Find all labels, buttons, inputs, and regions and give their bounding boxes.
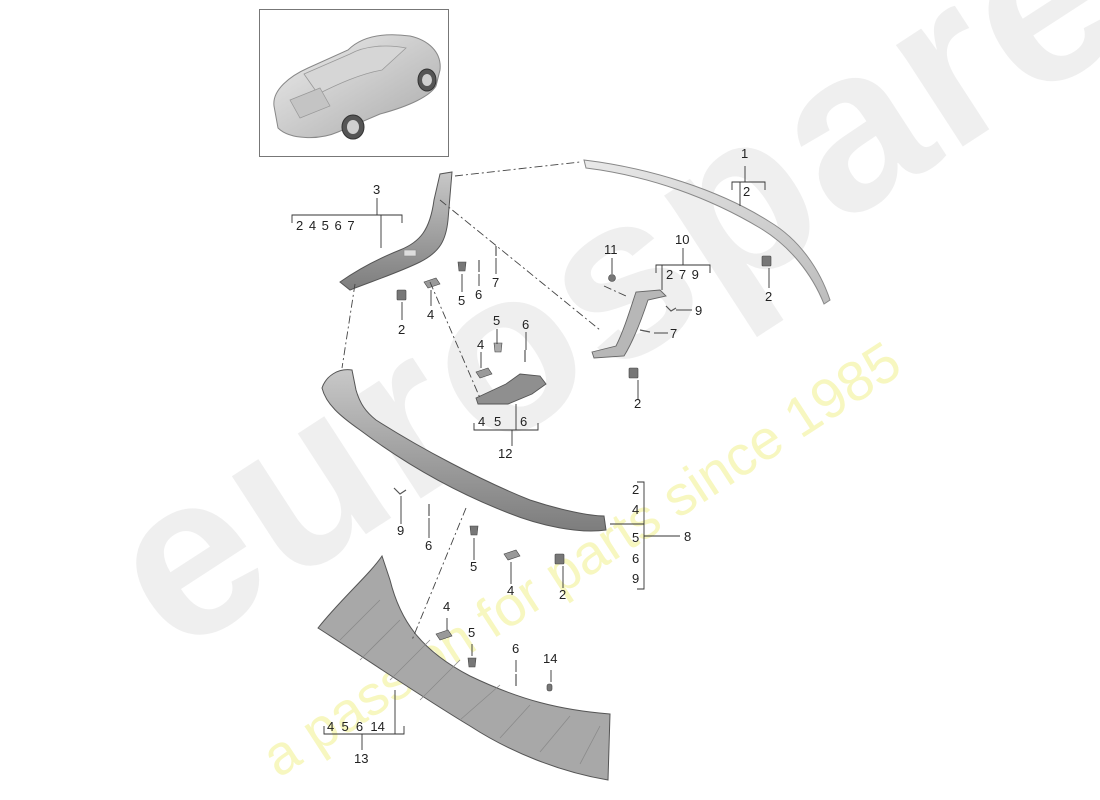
callout-2[interactable]: 2 — [398, 322, 406, 337]
clip-5 — [493, 342, 503, 353]
clip-2 — [628, 367, 639, 379]
callout-8-sub: 2 — [632, 482, 640, 497]
callout-1-sub: 2 — [743, 184, 751, 199]
screw-7 — [639, 329, 651, 333]
callout-2[interactable]: 2 — [634, 396, 642, 411]
nut-plate-4 — [423, 277, 441, 289]
callout-6[interactable]: 6 — [475, 287, 483, 302]
callout-13[interactable]: 13 — [354, 751, 369, 766]
clip-2 — [396, 289, 407, 301]
car-icon — [273, 34, 441, 140]
callout-1[interactable]: 1 — [741, 146, 749, 161]
callout-3[interactable]: 3 — [373, 182, 381, 197]
clip-5 — [467, 657, 477, 668]
callout-12-sub-6: 6 — [520, 414, 528, 429]
callout-9[interactable]: 9 — [397, 523, 405, 538]
clip-5 — [469, 525, 479, 536]
callout-9[interactable]: 9 — [695, 303, 703, 318]
callout-10-sub: 2 7 9 — [666, 267, 699, 282]
nut-plate-4 — [475, 367, 493, 379]
callout-8-sub: 4 — [632, 502, 640, 517]
part-1-roof-trim — [583, 159, 831, 305]
part-10-bracket — [591, 289, 667, 359]
callout-7[interactable]: 7 — [492, 275, 500, 290]
callout-6[interactable]: 6 — [512, 641, 520, 656]
part-3-a-pillar-trim — [339, 171, 453, 291]
callout-11[interactable]: 11 — [604, 242, 618, 257]
callout-4[interactable]: 4 — [427, 307, 435, 322]
clip-14 — [546, 683, 553, 692]
clip-9 — [393, 487, 407, 495]
callout-5[interactable]: 5 — [470, 559, 478, 574]
callout-10[interactable]: 10 — [675, 232, 690, 247]
callout-5[interactable]: 5 — [493, 313, 501, 328]
clip-5 — [457, 261, 467, 272]
bolt-11 — [608, 274, 616, 282]
callout-5[interactable]: 5 — [468, 625, 476, 640]
clip-2 — [554, 553, 565, 565]
part-12-bracket — [475, 373, 547, 405]
part-13-lower-trim-panel — [317, 554, 611, 781]
callout-6[interactable]: 6 — [425, 538, 433, 553]
callout-8-sub: 9 — [632, 571, 640, 586]
clip-2 — [761, 255, 772, 267]
callout-4[interactable]: 4 — [443, 599, 451, 614]
callout-12-sub-5: 5 — [494, 414, 502, 429]
nut-plate-4 — [503, 549, 521, 561]
callout-3-sub: 2 4 5 6 7 — [296, 218, 355, 233]
callout-14[interactable]: 14 — [543, 651, 558, 666]
callout-4[interactable]: 4 — [507, 583, 515, 598]
nut-plate-4 — [435, 629, 453, 641]
callout-12[interactable]: 12 — [498, 446, 513, 461]
callout-5[interactable]: 5 — [458, 293, 466, 308]
callout-12-sub-4: 4 — [478, 414, 486, 429]
callout-2[interactable]: 2 — [559, 587, 567, 602]
callout-8-sub: 6 — [632, 551, 640, 566]
callout-8[interactable]: 8 — [684, 529, 692, 544]
callout-13-sub: 4 5 6 14 — [327, 719, 385, 734]
callout-7[interactable]: 7 — [670, 326, 678, 341]
callout-2[interactable]: 2 — [765, 289, 773, 304]
callout-8-sub: 5 — [632, 530, 640, 545]
callout-4[interactable]: 4 — [477, 337, 485, 352]
vehicle-thumbnail — [259, 9, 449, 157]
part-8-sill-trim — [321, 369, 607, 532]
clip-9 — [665, 305, 677, 312]
callout-6[interactable]: 6 — [522, 317, 530, 332]
